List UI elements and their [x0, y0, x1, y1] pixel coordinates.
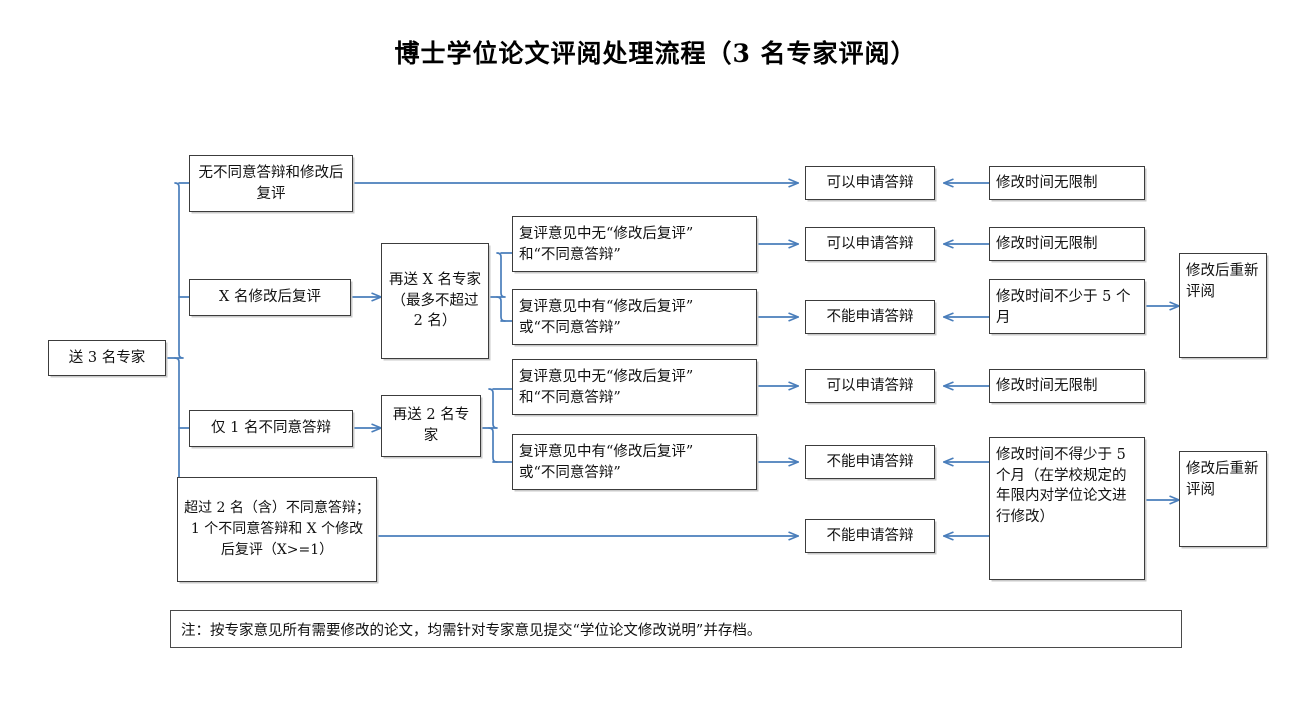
result-box-1[interactable]: 可以申请答辩 [805, 166, 935, 200]
time-box-4[interactable]: 修改时间无限制 [989, 369, 1145, 403]
condition-3-line1: 复评意见中无“修改后复评” [519, 369, 694, 385]
condition-box-1[interactable]: 复评意见中无“修改后复评” 和“不同意答辩” [512, 216, 757, 272]
rereview-label-2: 修改后重新评阅 [1186, 461, 1259, 498]
result-box-6[interactable]: 不能申请答辩 [805, 519, 935, 553]
outcome-box-two-or-more-objection[interactable]: 超过 2 名（含）不同意答辩； 1 个不同意答辩和 X 个修改后复评（X>=1） [177, 477, 377, 582]
result-label-6: 不能申请答辩 [826, 527, 914, 544]
condition-box-4[interactable]: 复评意见中有“修改后复评” 或“不同意答辩” [512, 434, 757, 490]
outcome-label-x-revise-review: X 名修改后复评 [219, 289, 321, 306]
resend-label-x-experts: 再送 X 名专家（最多不超过 2 名） [388, 272, 482, 330]
condition-box-2[interactable]: 复评意见中有“修改后复评” 或“不同意答辩” [512, 289, 757, 345]
outcome-label-one-objection: 仅 1 名不同意答辩 [211, 420, 331, 437]
outcome-label-no-objection: 无不同意答辩和修改后复评 [198, 164, 344, 202]
result-box-3[interactable]: 不能申请答辩 [805, 300, 935, 334]
condition-2-line2: 或“不同意答辩” [519, 319, 621, 336]
resend-box-x-experts[interactable]: 再送 X 名专家（最多不超过 2 名） [381, 243, 489, 359]
footer-note: 注：按专家意见所有需要修改的论文，均需针对专家意见提交“学位论文修改说明”并存档… [170, 610, 1182, 648]
result-box-5[interactable]: 不能申请答辩 [805, 445, 935, 479]
condition-2-line1: 复评意见中有“修改后复评” [519, 299, 694, 315]
condition-4-line2: 或“不同意答辩” [519, 464, 621, 481]
condition-1-line2: 和“不同意答辩” [519, 246, 621, 263]
condition-3-line2: 和“不同意答辩” [519, 389, 621, 406]
outcome-box-one-objection[interactable]: 仅 1 名不同意答辩 [189, 410, 353, 447]
rereview-box-1[interactable]: 修改后重新评阅 [1179, 253, 1267, 358]
time-box-2[interactable]: 修改时间无限制 [989, 227, 1145, 261]
time-label-1: 修改时间无限制 [996, 174, 1098, 191]
page-title: 博士学位论文评阅处理流程（3 名专家评阅） [394, 39, 917, 68]
outcome-box-no-objection[interactable]: 无不同意答辩和修改后复评 [189, 155, 353, 212]
condition-box-3[interactable]: 复评意见中无“修改后复评” 和“不同意答辩” [512, 359, 757, 415]
time-label-4: 修改时间无限制 [996, 377, 1098, 394]
footer-note-text: 注：按专家意见所有需要修改的论文，均需针对专家意见提交“学位论文修改说明”并存档… [181, 622, 762, 639]
result-label-1: 可以申请答辩 [826, 174, 914, 191]
condition-1-line1: 复评意见中无“修改后复评” [519, 226, 694, 242]
time-box-1[interactable]: 修改时间无限制 [989, 166, 1145, 200]
rereview-box-2[interactable]: 修改后重新评阅 [1179, 451, 1267, 547]
start-label: 送 3 名专家 [68, 349, 146, 366]
outcome-label-two-or-more-objection: 超过 2 名（含）不同意答辩； 1 个不同意答辩和 X 个修改后复评（X>=1） [184, 500, 370, 558]
result-label-5: 不能申请答辩 [826, 453, 914, 470]
time-box-5[interactable]: 修改时间不得少于 5 个月（在学校规定的年限内对学位论文进行修改） [989, 437, 1145, 580]
resend-box-2-experts[interactable]: 再送 2 名专家 [381, 395, 481, 457]
time-label-2: 修改时间无限制 [996, 235, 1098, 252]
time-label-3: 修改时间不少于 5 个月 [996, 289, 1131, 326]
rereview-label-1: 修改后重新评阅 [1186, 263, 1259, 300]
start-box-send-3-experts[interactable]: 送 3 名专家 [48, 340, 166, 376]
result-box-2[interactable]: 可以申请答辩 [805, 227, 935, 261]
time-label-5: 修改时间不得少于 5 个月（在学校规定的年限内对学位论文进行修改） [996, 447, 1127, 525]
resend-label-2-experts: 再送 2 名专家 [392, 407, 470, 444]
result-label-3: 不能申请答辩 [826, 308, 914, 325]
result-box-4[interactable]: 可以申请答辩 [805, 369, 935, 403]
time-box-3[interactable]: 修改时间不少于 5 个月 [989, 279, 1145, 334]
condition-4-line1: 复评意见中有“修改后复评” [519, 444, 694, 460]
outcome-box-x-revise-review[interactable]: X 名修改后复评 [189, 279, 351, 316]
result-label-2: 可以申请答辩 [826, 235, 914, 252]
result-label-4: 可以申请答辩 [826, 377, 914, 394]
